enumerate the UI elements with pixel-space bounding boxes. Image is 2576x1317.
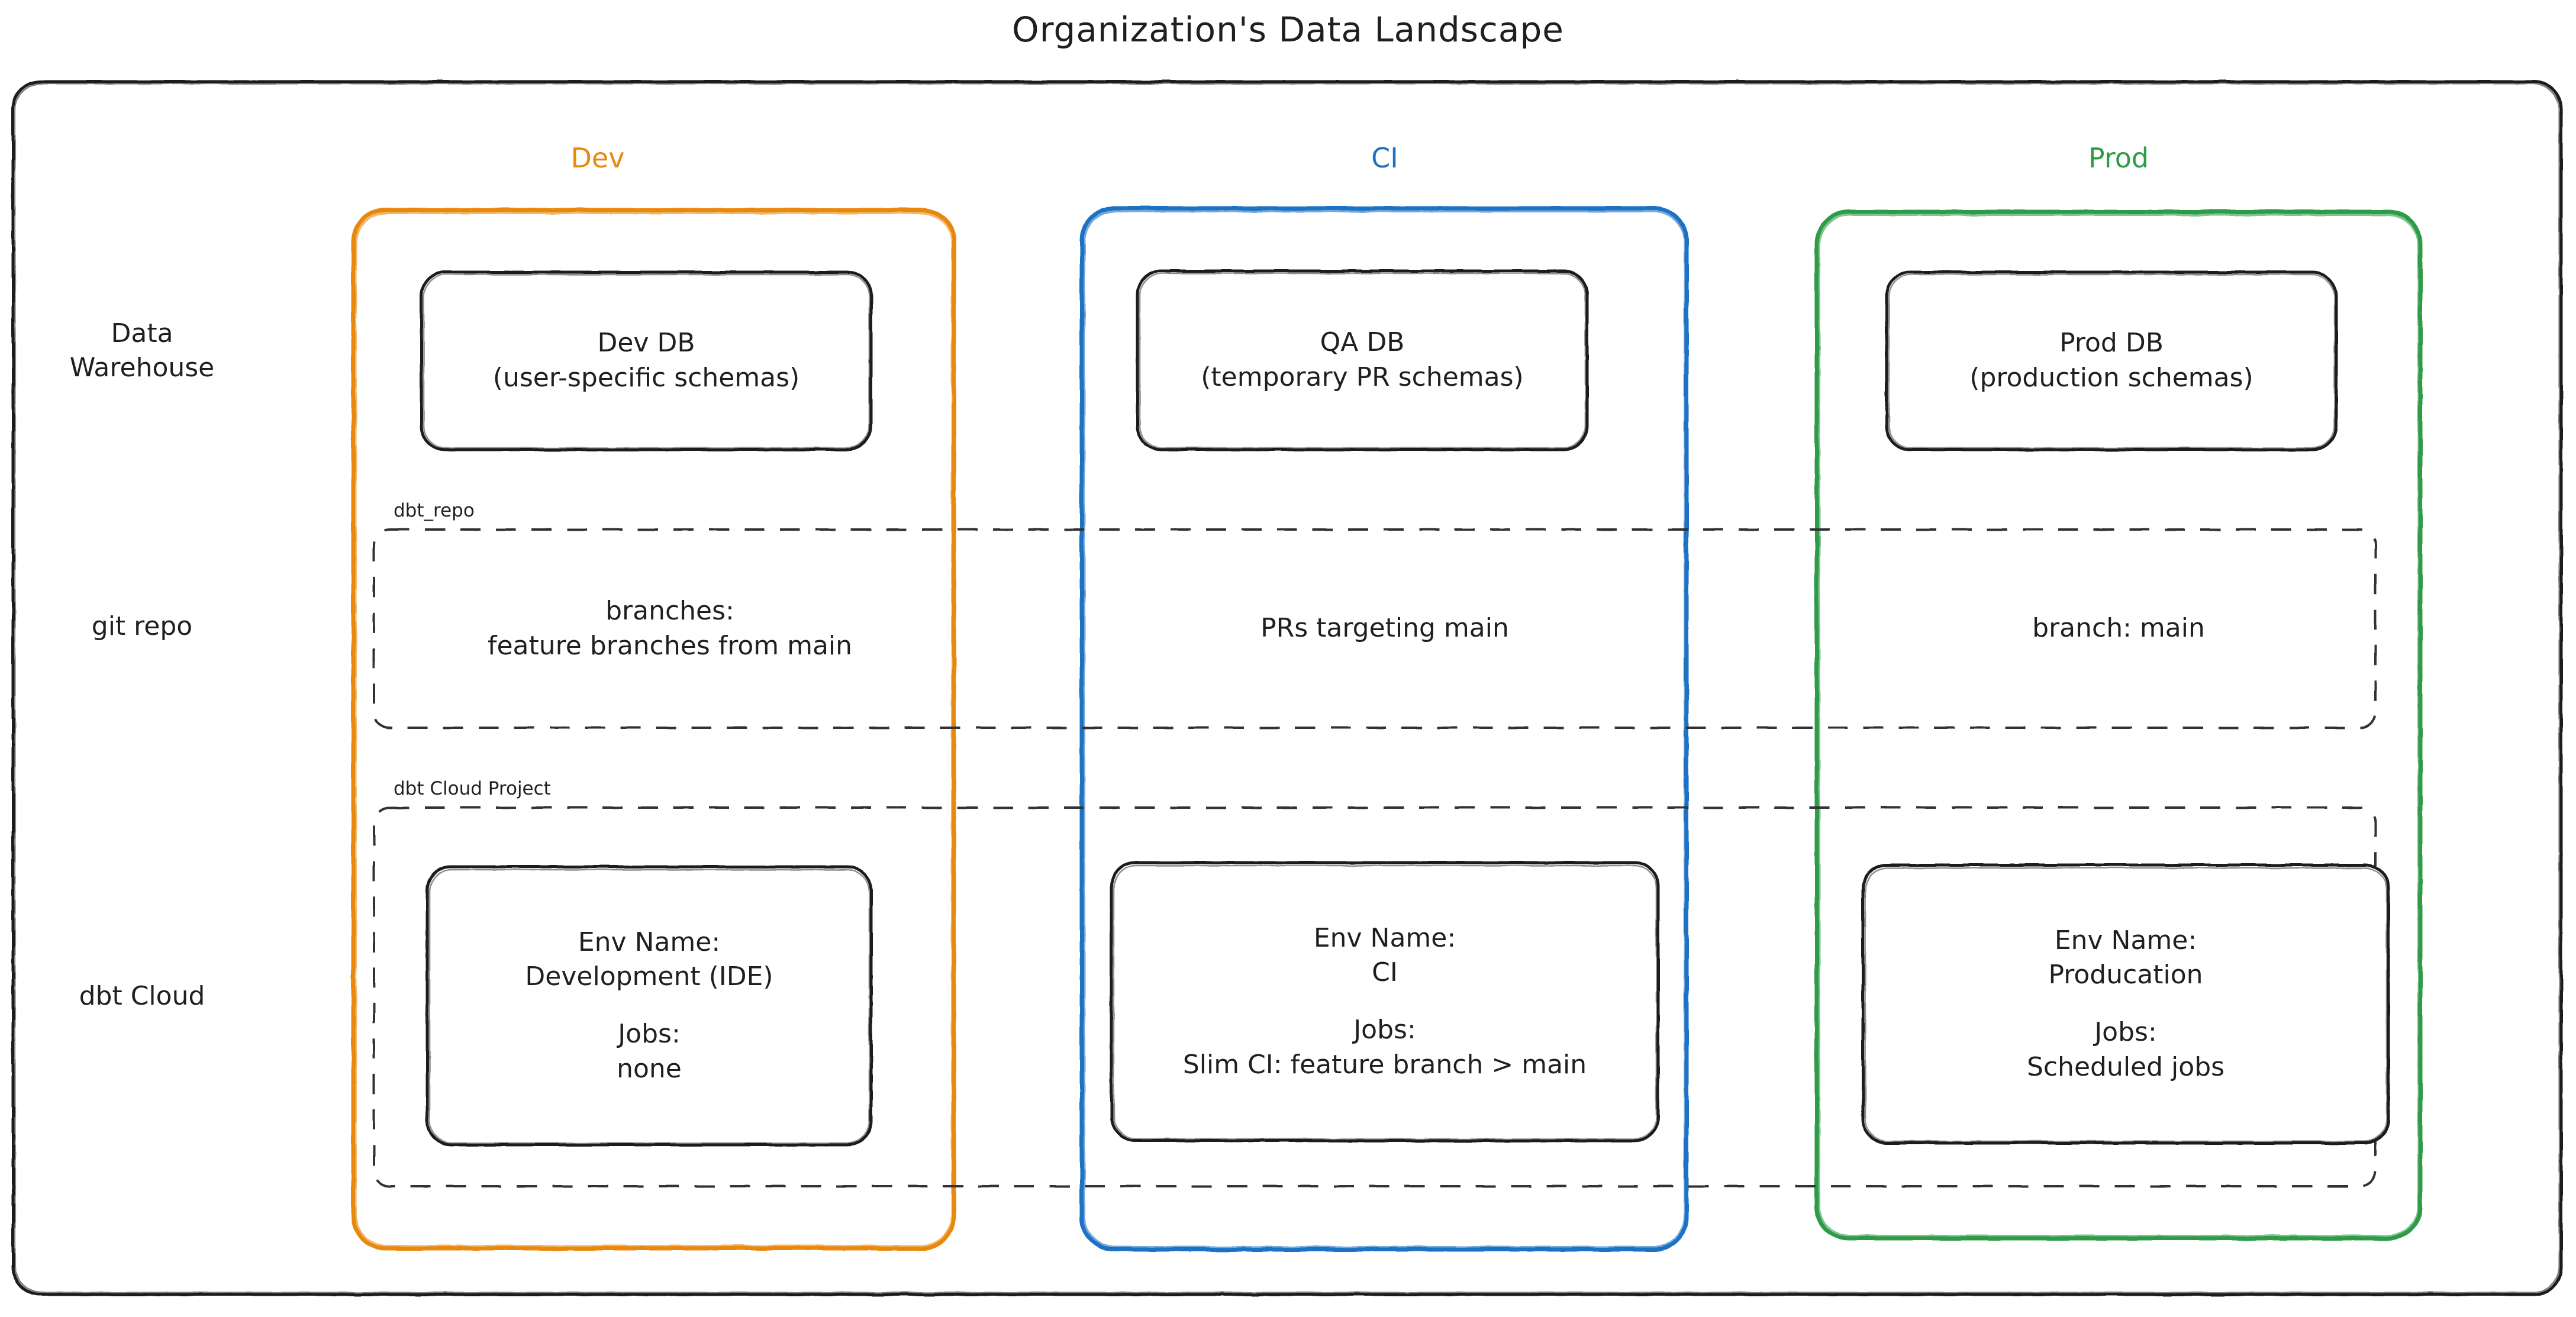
ci-env-name-label: Env Name:	[1313, 922, 1456, 953]
git-dev-line-1: branches:	[605, 595, 734, 626]
prod-db-line-1: Prod DB	[2059, 328, 2164, 359]
node-text-qa-db: QA DB (temporary PR schemas)	[1137, 271, 1587, 450]
prod-jobs-label: Jobs:	[2094, 1017, 2157, 1047]
prod-env-name-label: Env Name:	[2054, 925, 2197, 956]
prod-env-name-value: Producation	[2048, 960, 2203, 990]
git-ci-line-1: PRs targeting main	[1260, 613, 1509, 644]
qa-db-line-1: QA DB	[1320, 327, 1405, 358]
node-text-dev-db: Dev DB (user-specific schemas)	[421, 272, 871, 450]
dev-env-name-value: Development (IDE)	[525, 961, 773, 992]
dev-db-line-2: (user-specific schemas)	[492, 363, 800, 393]
dev-jobs-label: Jobs:	[618, 1019, 681, 1049]
prod-db-line-2: (production schemas)	[1969, 363, 2253, 393]
column-header-prod: Prod	[2088, 142, 2149, 174]
dev-jobs-value: none	[617, 1053, 682, 1084]
column-header-ci: CI	[1371, 142, 1398, 174]
group-label-dbt-repo: dbt_repo	[388, 500, 481, 521]
column-header-dev: Dev	[570, 142, 625, 174]
page-title: Organization's Data Landscape	[1012, 9, 1564, 50]
git-text-dev: branches: feature branches from main	[374, 530, 966, 728]
ci-jobs-value: Slim CI: feature branch > main	[1182, 1049, 1587, 1080]
ci-jobs-label: Jobs:	[1353, 1015, 1416, 1045]
row-label-dbt-cloud: dbt Cloud	[79, 981, 205, 1011]
git-text-ci: PRs targeting main	[1089, 530, 1681, 728]
dev-env-name-label: Env Name:	[578, 927, 721, 957]
ci-env-name-value: CI	[1372, 957, 1398, 988]
row-label-git-repo: git repo	[91, 611, 193, 641]
git-dev-line-2: feature branches from main	[487, 630, 853, 661]
node-text-ci-env: Env Name: CI Jobs: Slim CI: feature bran…	[1111, 863, 1658, 1141]
node-text-dev-env: Env Name: Development (IDE) Jobs: none	[427, 867, 871, 1145]
qa-db-line-2: (temporary PR schemas)	[1201, 362, 1524, 392]
node-text-prod-env: Env Name: Producation Jobs: Scheduled jo…	[1863, 865, 2388, 1143]
group-label-dbt-cloud-project: dbt Cloud Project	[388, 778, 557, 799]
git-prod-line-1: branch: main	[2032, 613, 2205, 644]
git-text-prod: branch: main	[1823, 530, 2414, 728]
row-label-data-warehouse: Data Warehouse	[69, 318, 215, 383]
dev-db-line-1: Dev DB	[597, 328, 695, 359]
prod-jobs-value: Scheduled jobs	[2026, 1051, 2225, 1082]
node-text-prod-db: Prod DB (production schemas)	[1887, 272, 2336, 450]
